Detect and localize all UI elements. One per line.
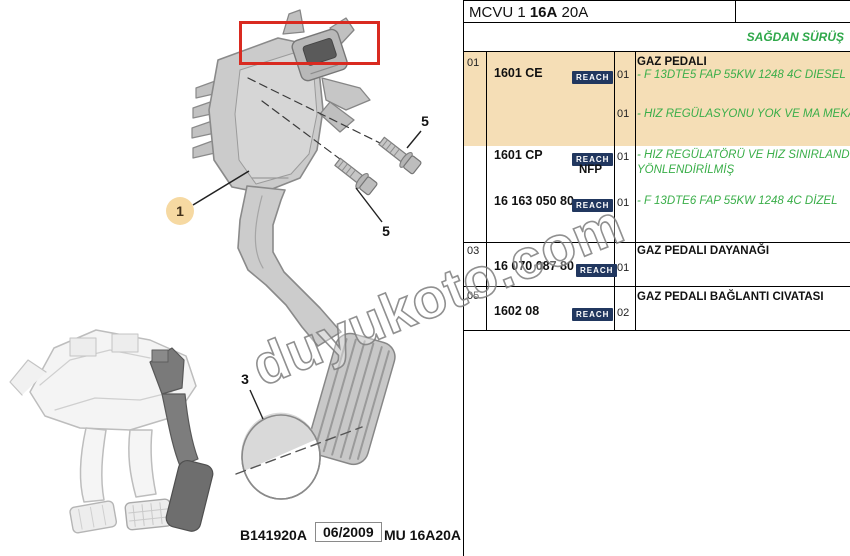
exploded-diagram: 1 3 5 5 xyxy=(9,9,429,534)
drive-note: SAĞDAN SÜRÜŞ xyxy=(746,30,844,44)
quantity: 01 xyxy=(617,262,630,274)
nfp-flag: NFP xyxy=(579,164,602,176)
callout-5-bottom[interactable]: 5 xyxy=(355,187,390,239)
manual-ref: MU 16A20A xyxy=(384,527,462,543)
connector xyxy=(291,28,348,82)
doc-ref: B141920A xyxy=(240,527,307,543)
pedal-arm xyxy=(237,185,342,347)
quantity: 01 xyxy=(617,108,630,120)
variant-note: YÖNLENDİRİLMİŞ xyxy=(637,164,735,176)
reach-badge: REACH xyxy=(572,199,614,212)
part-number[interactable]: 16 070 087 80 xyxy=(494,259,574,273)
callout-1-label[interactable]: 1 xyxy=(176,203,184,219)
brake-pedal-arm xyxy=(128,429,157,498)
parts-table: 01 GAZ PEDALI 1601 CE REACH 01 - F 13DTE… xyxy=(464,51,850,331)
variant-note: - F 13DTE6 FAP 55KW 1248 4C DİZEL xyxy=(637,195,838,207)
bolt-axis-line xyxy=(261,100,345,163)
group-ref: 01 xyxy=(467,57,480,69)
catalog-code-suffix: 20A xyxy=(557,4,589,21)
callout-3-label[interactable]: 3 xyxy=(241,371,249,387)
pedal-box-assembly-drawing xyxy=(9,329,214,534)
part-description: GAZ PEDALI DAYANAĞI xyxy=(637,245,770,257)
mounting-bolt xyxy=(334,157,378,196)
part-number[interactable]: 1601 CP xyxy=(494,148,543,162)
highlight-row-background xyxy=(464,52,850,146)
callout-5-top-label[interactable]: 5 xyxy=(421,113,429,129)
disc-leader-line xyxy=(235,426,363,475)
part-number[interactable]: 1602 08 xyxy=(494,304,540,318)
header-rule xyxy=(736,22,850,23)
pedal-pad xyxy=(307,332,396,466)
drive-note-highlight-box xyxy=(239,21,380,65)
catalog-code-bold: 16A xyxy=(529,4,558,21)
part-description: GAZ PEDALI BAĞLANTI CIVATASI xyxy=(637,291,824,303)
variant-note: - HIZ REGÜLATÖRÜ VE HIZ SINIRLANDIRICI xyxy=(637,149,850,161)
column-divider xyxy=(614,52,615,330)
callout-1[interactable]: 1 xyxy=(166,170,250,225)
callout-3[interactable]: 3 xyxy=(241,371,264,420)
column-divider xyxy=(635,52,636,330)
reach-badge: REACH xyxy=(576,264,618,277)
accelerator-pedal-highlight xyxy=(149,347,214,532)
group-ref: 05 xyxy=(467,290,480,302)
reach-badge: REACH xyxy=(572,308,614,321)
parts-table-panel: MCVU 1 16A 20A SAĞDAN SÜRÜŞ 01 GAZ PEDAL… xyxy=(463,0,850,556)
quantity: 01 xyxy=(617,69,630,81)
quantity: 01 xyxy=(617,197,630,209)
quantity: 01 xyxy=(617,151,630,163)
variant-note: - F 13DTE5 FAP 55KW 1248 4C DIESEL xyxy=(637,69,846,81)
group-ref: 03 xyxy=(467,245,480,257)
part-number[interactable]: 16 163 050 80 xyxy=(494,194,574,208)
accelerator-pedal-drawing xyxy=(191,9,422,500)
callout-5-top[interactable]: 5 xyxy=(406,113,429,149)
reach-badge: REACH xyxy=(572,153,614,166)
row-divider xyxy=(464,286,850,287)
bolt-axis-line xyxy=(247,77,383,145)
callout-5-bottom-label[interactable]: 5 xyxy=(382,223,390,239)
mounting-bolt xyxy=(378,136,422,175)
row-divider xyxy=(464,242,850,243)
doc-date: 06/2009 xyxy=(315,522,382,542)
catalog-code-prefix: MCVU 1 xyxy=(469,4,530,21)
part-number[interactable]: 1601 CE xyxy=(494,66,543,80)
reach-badge: REACH xyxy=(572,71,614,84)
clutch-pedal-arm xyxy=(79,427,107,503)
catalog-code-cell: MCVU 1 16A 20A xyxy=(464,1,736,23)
quantity: 02 xyxy=(617,307,630,319)
part-description: GAZ PEDALI xyxy=(637,56,707,68)
pedal-stop-disc xyxy=(241,412,321,500)
variant-note: - HIZ REGÜLASYONU YOK VE MA MEKANİK xyxy=(637,108,850,120)
column-divider xyxy=(486,52,487,330)
